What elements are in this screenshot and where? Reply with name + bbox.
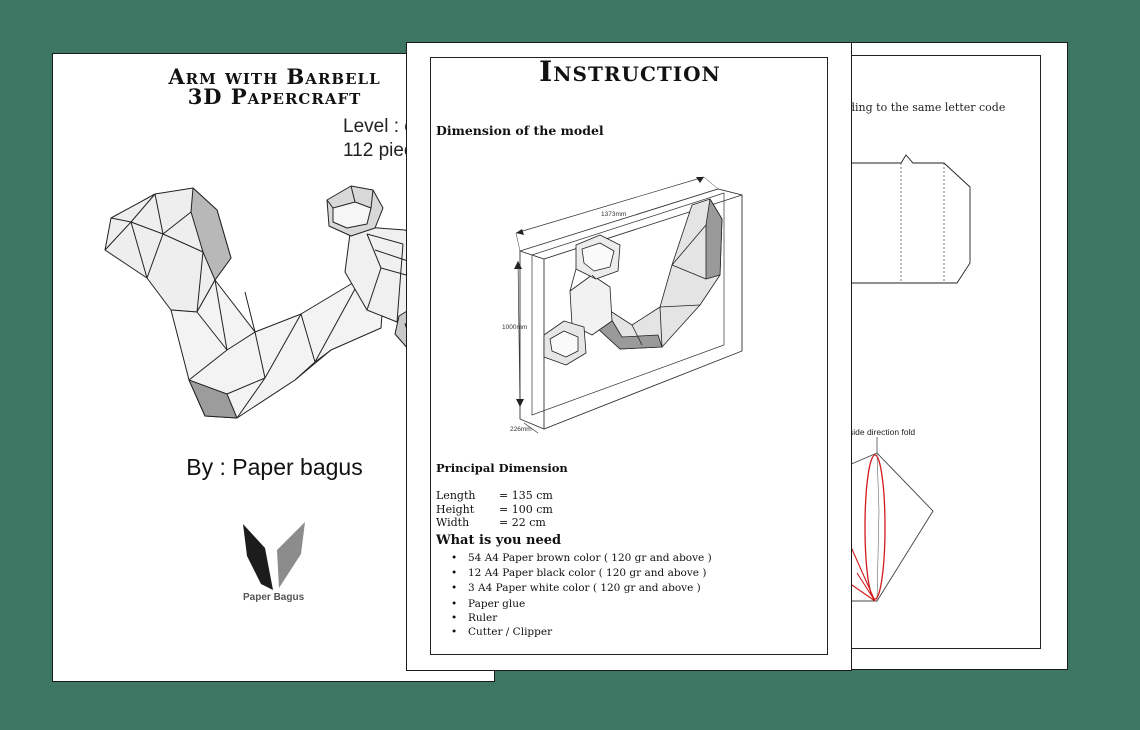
cover-title: Arm with Barbell 3D Papercraft bbox=[53, 64, 496, 109]
dimension-name: Length bbox=[436, 489, 476, 502]
dimension-value: = 22 cm bbox=[499, 516, 546, 529]
dimension-value: = 135 cm bbox=[499, 489, 553, 502]
logo-wordmark: Paper Bagus bbox=[243, 592, 305, 603]
author-byline: By : Paper bagus bbox=[186, 454, 363, 480]
instruction-frame bbox=[430, 57, 828, 655]
principal-dimension-heading: Principal Dimension bbox=[436, 461, 568, 475]
fold-direction-label: side direction fold bbox=[849, 427, 916, 437]
depth-dimension-label: 226mm bbox=[510, 426, 532, 433]
width-dimension-label: 1373mm bbox=[601, 211, 627, 218]
list-item: 54 A4 Paper brown color ( 120 gr and abo… bbox=[451, 551, 712, 566]
dimension-row: Width = 22 cm bbox=[436, 516, 553, 530]
arm-model-illustration bbox=[104, 185, 450, 419]
dimension-table: Length = 135 cm Height = 100 cm Width = 22 … bbox=[436, 489, 553, 530]
list-item: 12 A4 Paper black color ( 120 gr and abo… bbox=[451, 566, 712, 581]
cover-title-line1: Arm with Barbell bbox=[168, 64, 381, 89]
list-item: Paper glue bbox=[451, 597, 552, 611]
instruction-page: Instruction Dimension of the model bbox=[406, 42, 852, 671]
list-item: Ruler bbox=[451, 611, 552, 625]
dimension-name: Height bbox=[436, 502, 475, 516]
height-dimension-label: 1000mm bbox=[502, 324, 528, 331]
dimension-heading: Dimension of the model bbox=[436, 123, 604, 138]
dimension-row: Length = 135 cm bbox=[436, 489, 553, 503]
dimension-diagram bbox=[514, 176, 743, 434]
instruction-title: Instruction bbox=[539, 55, 721, 88]
template-instruction-text: ding to the same letter code bbox=[848, 101, 1006, 114]
paper-bagus-logo-icon bbox=[243, 522, 305, 590]
piece-count: 112 piec bbox=[343, 140, 414, 161]
difficulty-level: Level : e bbox=[343, 116, 415, 137]
tools-list: Paper glue Ruler Cutter / Clipper bbox=[451, 597, 552, 639]
template-net-diagram bbox=[849, 154, 971, 284]
list-item: Cutter / Clipper bbox=[451, 625, 552, 639]
cover-title-line2: 3D Papercraft bbox=[187, 84, 362, 109]
dimension-row: Height = 100 cm bbox=[436, 503, 553, 517]
paper-list: 54 A4 Paper brown color ( 120 gr and abo… bbox=[451, 551, 712, 596]
dimension-name: Width bbox=[436, 516, 470, 529]
list-item: 3 A4 Paper white color ( 120 gr and abov… bbox=[451, 581, 712, 596]
fold-diagram bbox=[848, 437, 934, 602]
materials-heading: What is you need bbox=[436, 533, 562, 548]
dimension-value: = 100 cm bbox=[499, 502, 553, 516]
